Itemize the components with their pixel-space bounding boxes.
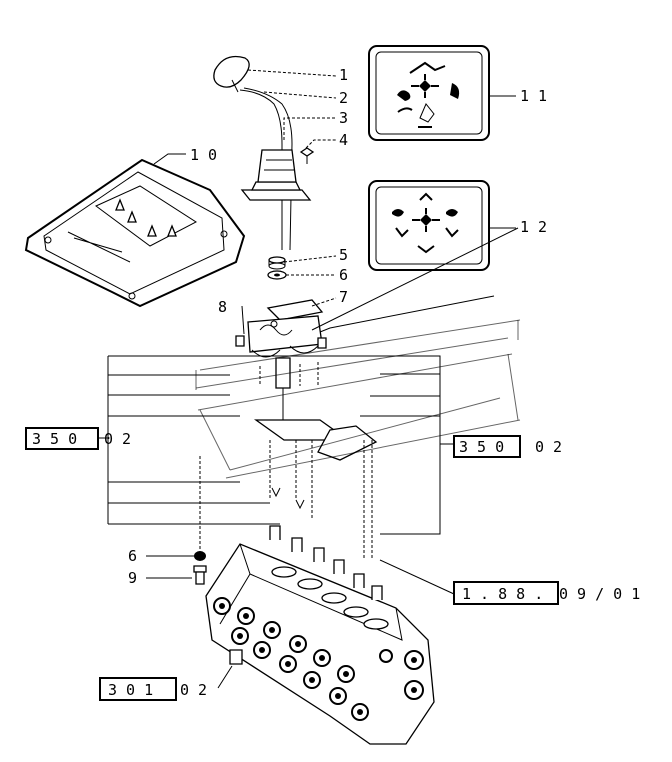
reference-valve: 1 . 8 8 . 0 9 / 0 1	[453, 581, 640, 605]
linkage-rods	[199, 440, 373, 560]
callout-8: 8	[218, 298, 227, 316]
reference-bottom: 3 0 1 0 2	[99, 677, 207, 701]
callout-6: 6	[339, 266, 348, 284]
callout-11: 1 1	[520, 87, 547, 105]
bracket-frame	[98, 355, 454, 535]
reference-right: 3 5 0 0 2	[453, 435, 562, 458]
reference-bottom-suffix: 0 2	[180, 681, 207, 699]
seal-6-lower	[194, 551, 206, 561]
leader-lines	[146, 69, 519, 689]
control-pattern-icon	[392, 192, 459, 254]
screw-4	[299, 147, 315, 164]
screw-9	[193, 565, 207, 585]
callout-12: 1 2	[520, 218, 547, 236]
reference-right-suffix: 0 2	[535, 438, 562, 456]
callout-7: 7	[339, 288, 348, 306]
linkage-center	[253, 357, 378, 461]
reference-valve-box: 1 . 8 8 .	[462, 585, 543, 603]
pin-8	[235, 335, 327, 349]
callout-10: 1 0	[190, 146, 217, 164]
callout-3: 3	[339, 109, 348, 127]
callout-1: 1	[339, 66, 348, 84]
reference-left: 3 5 0 0 2	[25, 427, 131, 450]
reference-bottom-box: 3 0 1	[108, 681, 153, 699]
lever-rod	[239, 87, 293, 251]
decal-panel-12	[368, 180, 490, 271]
callout-2: 2	[339, 89, 348, 107]
decal-panel-11	[368, 45, 490, 141]
washer-5	[268, 256, 286, 270]
lever-knob	[213, 55, 250, 93]
bracket-7	[247, 299, 324, 358]
callout-9: 9	[128, 569, 137, 587]
reference-right-box: 3 5 0	[459, 438, 504, 456]
seal-6	[267, 270, 287, 280]
valve-ports	[213, 597, 424, 721]
reference-left-box: 3 5 0	[32, 430, 77, 448]
callout-6-lower: 6	[128, 547, 137, 565]
floor-plate-ghost	[195, 319, 521, 479]
callout-4: 4	[339, 131, 348, 149]
control-pattern-icon	[397, 61, 460, 128]
control-valve-body	[205, 525, 435, 745]
reference-valve-suffix: 0 9 / 0 1	[559, 585, 640, 603]
boot-plate	[240, 149, 312, 201]
reference-left-suffix: 0 2	[104, 430, 131, 448]
console-plate-10	[24, 158, 246, 308]
callout-5: 5	[339, 246, 348, 264]
valve-spools	[269, 525, 389, 630]
